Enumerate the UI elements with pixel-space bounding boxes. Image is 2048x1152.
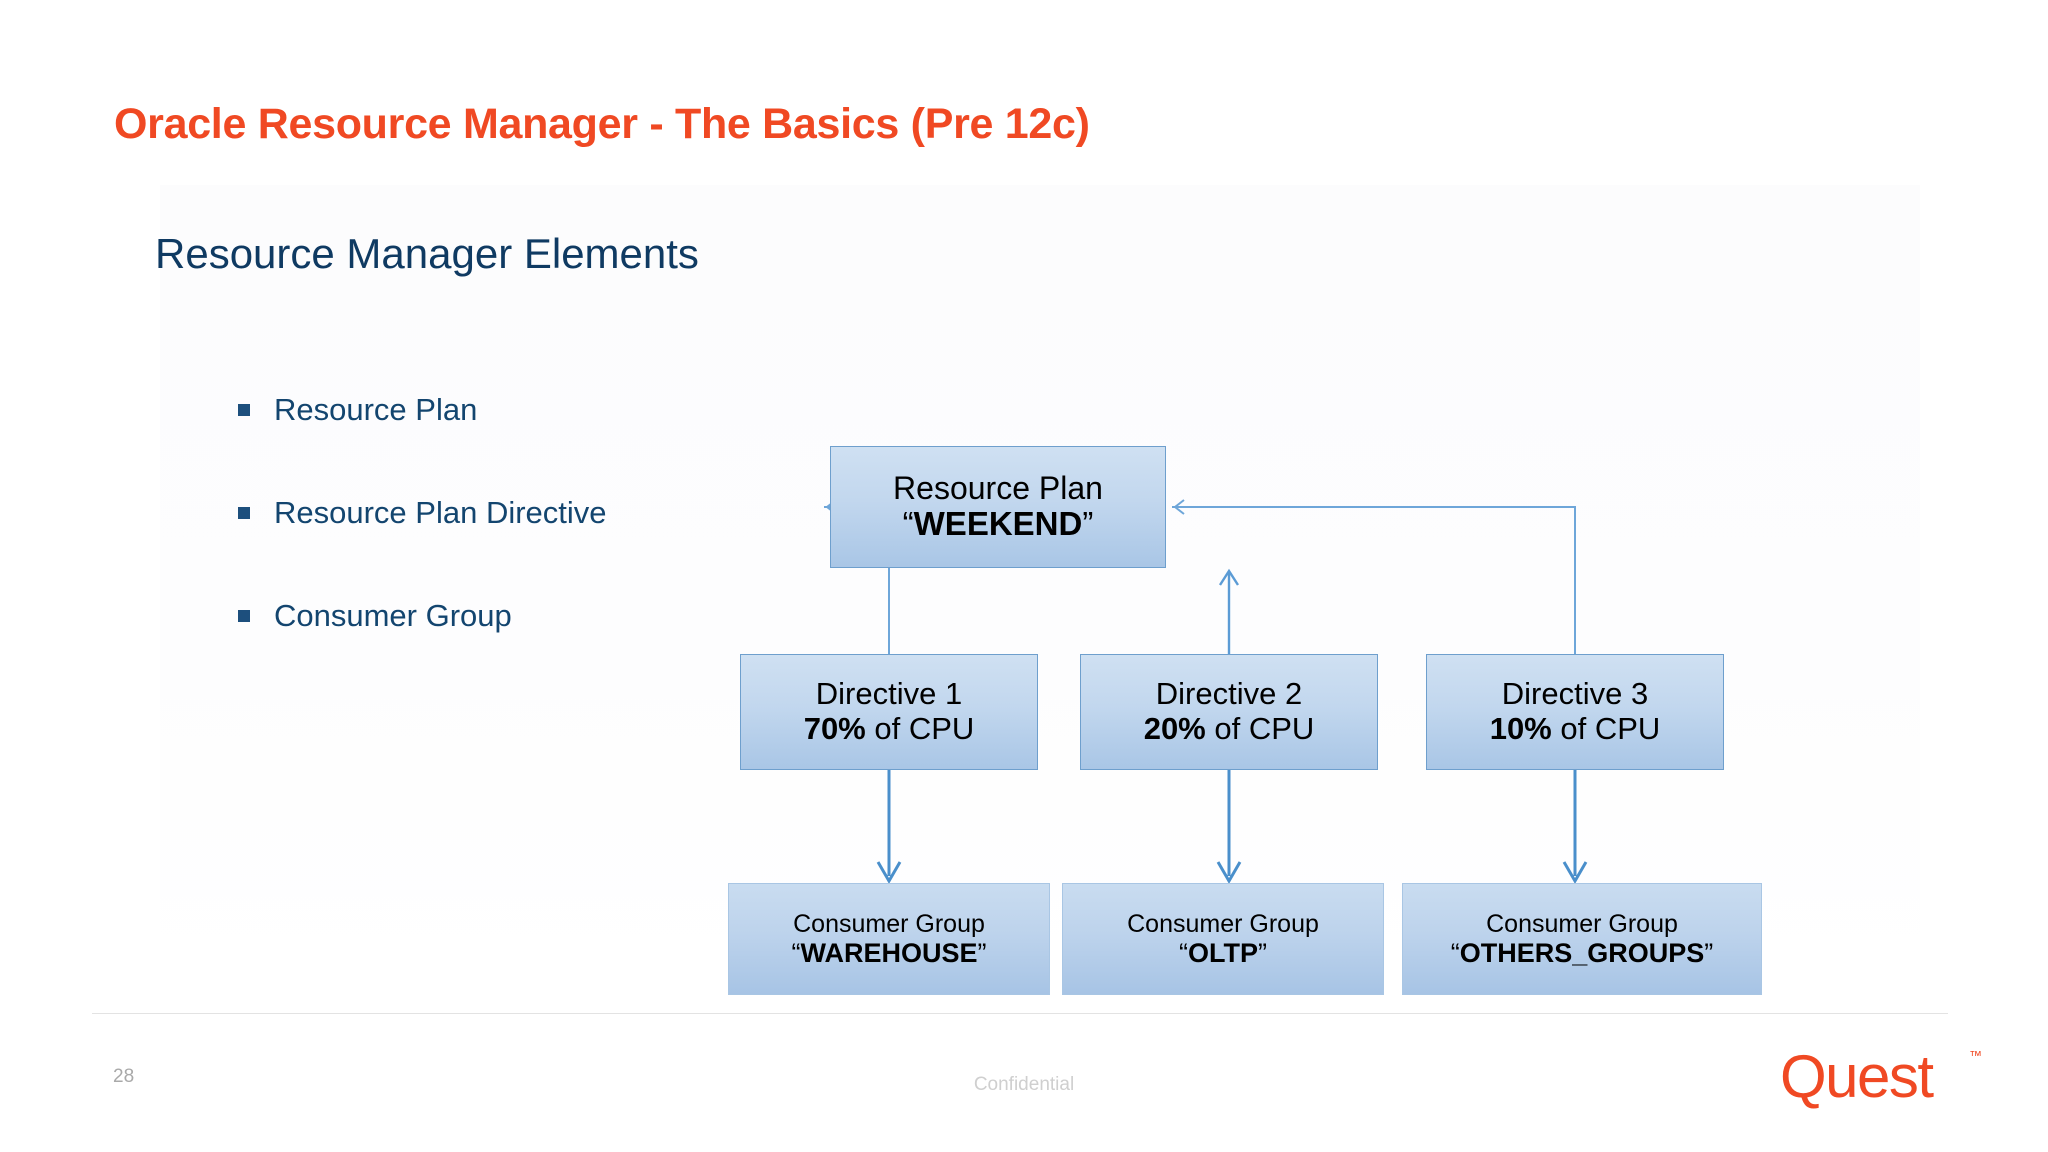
list-item-label: Resource Plan Directive (274, 494, 607, 530)
square-bullet-icon (238, 403, 250, 416)
node-line-1: Consumer Group (793, 909, 985, 938)
node-consumer-group-1[interactable]: Consumer Group “WAREHOUSE” (728, 883, 1050, 995)
slide-title: Oracle Resource Manager - The Basics (Pr… (114, 100, 1090, 148)
list-item-label: Consumer Group (274, 597, 512, 633)
connector-directive3-to-plan (1172, 499, 1576, 654)
quote-open: “ (1450, 937, 1460, 968)
square-bullet-icon (238, 609, 250, 622)
quote-open: “ (902, 505, 914, 543)
connector-directive3-to-group3 (1562, 770, 1588, 884)
page-number: 28 (113, 1066, 135, 1087)
node-directive-3[interactable]: Directive 3 10% of CPU (1426, 654, 1724, 770)
quest-logo: Quest ™ (1780, 1043, 1982, 1114)
node-line-1: Directive 2 (1155, 676, 1303, 712)
node-directive-1[interactable]: Directive 1 70% of CPU (740, 654, 1038, 770)
background-panel (160, 185, 1920, 975)
list-item-label: Resource Plan (274, 391, 478, 427)
quote-close: ” (1082, 505, 1094, 543)
directive-percent: 10% (1489, 711, 1552, 746)
quote-close: ” (977, 937, 987, 968)
list-item: Resource Plan (238, 358, 858, 461)
group-name: WAREHOUSE (800, 937, 978, 968)
node-consumer-group-3[interactable]: Consumer Group “OTHERS_GROUPS” (1402, 883, 1762, 995)
node-line-1: Consumer Group (1486, 909, 1678, 938)
node-line-2: 70% of CPU (803, 711, 975, 747)
quote-close: ” (1258, 937, 1267, 968)
square-bullet-icon (238, 506, 250, 519)
node-line-1: Consumer Group (1127, 909, 1319, 938)
plan-name: WEEKEND (913, 505, 1083, 543)
node-line-2: “WEEKEND” (902, 505, 1094, 543)
confidential-label: Confidential (973, 1074, 1075, 1095)
node-line-2: 20% of CPU (1143, 711, 1315, 747)
connector-directive2-to-group2 (1216, 770, 1242, 884)
node-directive-2[interactable]: Directive 2 20% of CPU (1080, 654, 1378, 770)
footer-divider (92, 1013, 1948, 1014)
group-name: OLTP (1188, 937, 1258, 968)
node-line-2: “WAREHOUSE” (791, 938, 986, 968)
node-line-2: 10% of CPU (1489, 711, 1661, 747)
connector-directive1-to-group1 (876, 770, 902, 884)
node-line-1: Directive 1 (815, 676, 963, 712)
node-consumer-group-2[interactable]: Consumer Group “OLTP” (1062, 883, 1384, 995)
bullet-list: Resource Plan Resource Plan Directive Co… (238, 358, 858, 667)
node-line-2: “OLTP” (1179, 938, 1267, 968)
directive-suffix: of CPU (1205, 711, 1315, 746)
quote-open: “ (1179, 937, 1188, 968)
quest-logo-text: Quest (1780, 1043, 1934, 1110)
node-resource-plan[interactable]: Resource Plan “WEEKEND” (830, 446, 1166, 568)
node-line-1: Resource Plan (893, 469, 1103, 506)
node-line-1: Directive 3 (1501, 676, 1649, 712)
quote-open: “ (791, 937, 801, 968)
trademark-icon: ™ (1969, 1048, 1982, 1063)
directive-percent: 70% (803, 711, 866, 746)
resource-manager-diagram: Resource Plan “WEEKEND” Directive 1 70% … (700, 430, 1810, 995)
list-item: Resource Plan Directive (238, 461, 858, 564)
quote-close: ” (1704, 937, 1714, 968)
directive-suffix: of CPU (1551, 711, 1661, 746)
directive-percent: 20% (1143, 711, 1206, 746)
directive-suffix: of CPU (865, 711, 975, 746)
section-subheading: Resource Manager Elements (155, 230, 699, 277)
list-item: Consumer Group (238, 564, 858, 667)
connector-directive2-to-plan (1218, 568, 1240, 654)
group-name: OTHERS_GROUPS (1459, 937, 1705, 968)
node-line-2: “OTHERS_GROUPS” (1451, 938, 1714, 968)
